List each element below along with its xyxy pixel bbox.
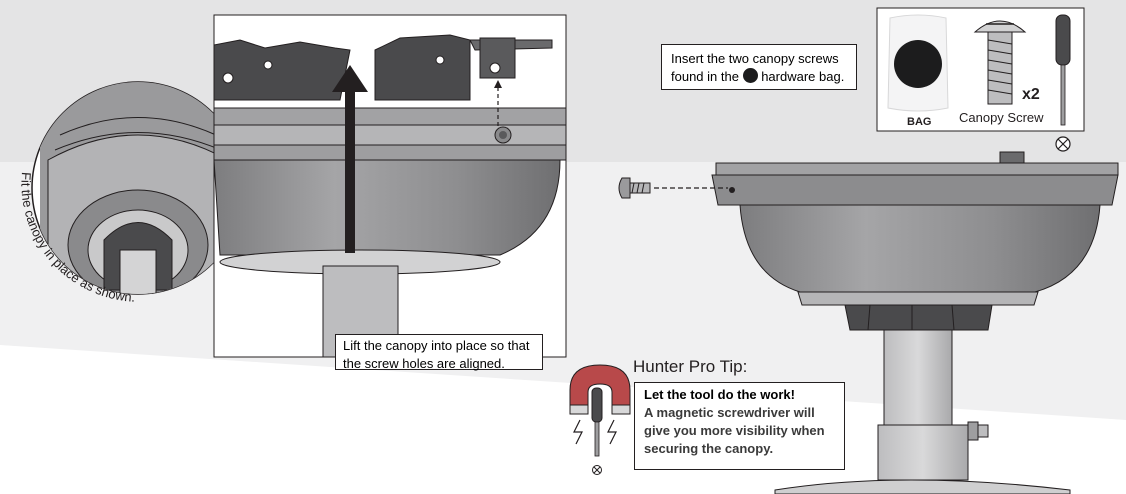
- zoom-circle: [31, 81, 245, 295]
- insert-note-after: hardware bag.: [761, 69, 845, 84]
- hardware-box: [876, 7, 1085, 132]
- screwdriver-icon: [1055, 14, 1071, 152]
- insert-note-line1: Insert the two canopy screws: [671, 51, 839, 66]
- canopy-screw-side: [618, 177, 728, 199]
- lift-note-text: Lift the canopy into place so that the s…: [343, 338, 530, 371]
- magnetic-screwdriver-icon: [569, 364, 631, 475]
- zoom-inset: [213, 14, 567, 358]
- insert-note: Insert the two canopy screws found in th…: [661, 44, 857, 90]
- bag-label: BAG: [907, 116, 932, 128]
- fan-assembly: [711, 151, 1119, 494]
- screw-label: Canopy Screw: [959, 110, 1044, 125]
- screw-quantity: x2: [1022, 86, 1040, 103]
- pro-tip-body: A magnetic screwdriver will give you mor…: [644, 405, 825, 456]
- bag-dot-inline-icon: [742, 68, 758, 83]
- bag-dot-icon: [894, 40, 942, 88]
- pro-tip-title: Hunter Pro Tip:: [633, 357, 748, 376]
- insert-note-line2: found in the hardware bag.: [671, 68, 847, 86]
- pro-tip-box: Let the tool do the work! A magnetic scr…: [634, 382, 845, 470]
- lift-note: Lift the canopy into place so that the s…: [335, 334, 543, 371]
- pro-tip-heading: Let the tool do the work!: [644, 387, 795, 402]
- insert-note-before: found in the: [671, 69, 739, 84]
